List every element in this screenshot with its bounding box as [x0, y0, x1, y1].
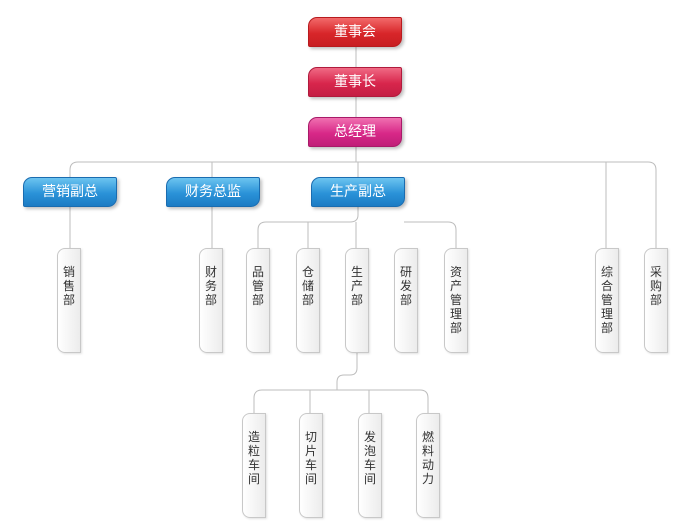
workshop-granulation[interactable]: 造粒车间	[242, 413, 266, 518]
vp-production-box[interactable]: 生产副总	[311, 177, 405, 207]
dept-finance[interactable]: 财务部	[199, 248, 223, 353]
dept-purchasing[interactable]: 采购部	[644, 248, 668, 353]
dept-production[interactable]: 生产部	[345, 248, 369, 353]
workshop-foaming[interactable]: 发泡车间	[358, 413, 382, 518]
dept-warehouse[interactable]: 仓储部	[296, 248, 320, 353]
general-manager-box[interactable]: 总经理	[308, 117, 402, 147]
board-box[interactable]: 董事会	[308, 17, 402, 47]
dept-rnd[interactable]: 研发部	[394, 248, 418, 353]
dept-quality[interactable]: 品管部	[246, 248, 270, 353]
dept-sales[interactable]: 销售部	[57, 248, 81, 353]
dept-asset-management[interactable]: 资产管理部	[444, 248, 468, 353]
chairman-box[interactable]: 董事长	[308, 67, 402, 97]
dept-general-management[interactable]: 综合管理部	[595, 248, 619, 353]
workshop-slicing[interactable]: 切片车间	[299, 413, 323, 518]
vp-marketing-box[interactable]: 营销副总	[23, 177, 117, 207]
cfo-box[interactable]: 财务总监	[166, 177, 260, 207]
workshop-fuel-power[interactable]: 燃料动力	[416, 413, 440, 518]
